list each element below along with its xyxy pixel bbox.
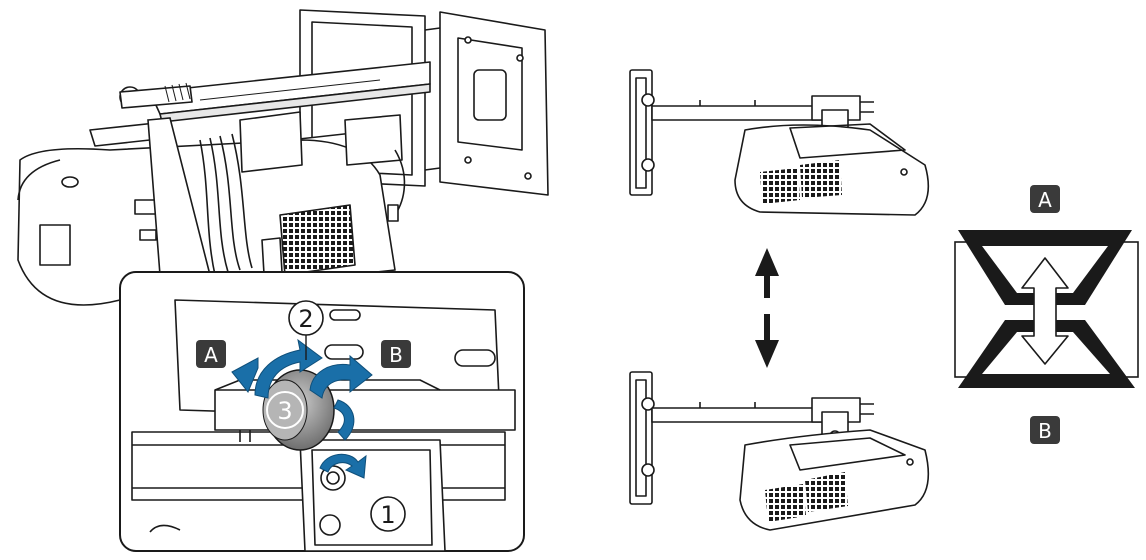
step-1-label: 1 <box>370 496 406 532</box>
svg-text:A: A <box>1038 188 1052 212</box>
side-view-upper <box>629 69 930 216</box>
screw-rotation-arrow <box>319 453 367 479</box>
step-3-label: 3 <box>266 391 304 429</box>
rotation-arrow-b <box>309 354 373 441</box>
svg-text:A: A <box>204 343 218 367</box>
rotation-arrow-a <box>231 338 323 399</box>
up-down-arrow-icon <box>755 248 779 368</box>
svg-text:B: B <box>389 343 403 367</box>
svg-text:3: 3 <box>277 397 292 425</box>
detail-badge-b: B <box>381 340 411 368</box>
detail-badge-a: A <box>196 340 226 368</box>
step-2-label: 2 <box>288 300 324 336</box>
svg-text:B: B <box>1038 419 1052 443</box>
projector-mount-perspective <box>17 9 549 306</box>
svg-text:1: 1 <box>380 501 395 529</box>
keystone-badge-b: B <box>1030 416 1060 444</box>
keystone-arrow-icon <box>1021 257 1069 365</box>
svg-text:2: 2 <box>298 305 313 333</box>
side-view-lower <box>629 371 930 531</box>
keystone-badge-a: A <box>1030 185 1060 213</box>
detail-inset: 2 3 1 A B <box>119 271 525 552</box>
keystone-diagram <box>954 230 1139 388</box>
